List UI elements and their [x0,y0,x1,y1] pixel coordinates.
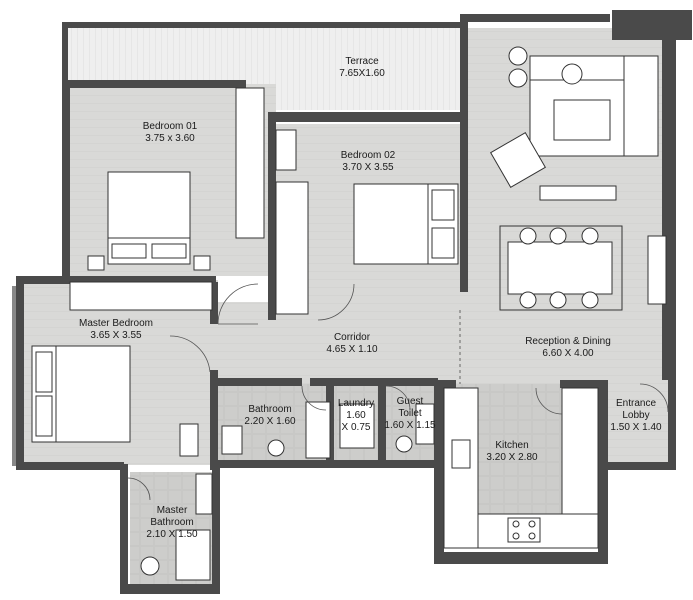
doors [127,283,669,501]
entrance-dims: 1.50 X 1.40 [610,422,662,433]
bathroom-label: Bathroom 2.20 X 1.60 [244,404,295,428]
bedroom1-label: Bedroom 01 3.75 x 3.60 [143,121,197,145]
bathroom-name: Bathroom [248,404,292,415]
reception-dims: 6.60 X 4.00 [542,348,594,359]
master-bath-name-b: Bathroom [150,517,194,528]
dining-chairs [519,227,599,309]
entrance-name-b: Lobby [622,410,650,421]
master-name: Master Bedroom [79,318,153,329]
terrace-label: Terrace 7.65X1.60 [339,56,385,80]
wardrobe-master [69,281,213,311]
kitchen-name: Kitchen [495,440,529,451]
kitchen-counter-right [561,387,599,515]
laundry-name: Laundry [337,398,375,409]
master-dims: 3.65 X 3.55 [90,330,142,341]
master-bath-label: Master Bathroom 2.10 X 1.50 [146,505,197,541]
bedroom1-dims: 3.75 x 3.60 [145,133,195,144]
walls [12,10,692,594]
bathroom-shower [221,425,243,455]
bathroom-vanity [305,401,331,459]
master-bath-name-a: Master [156,505,188,516]
master-label: Master Bedroom 3.65 X 3.55 [79,318,153,342]
furniture [31,46,667,581]
reception-name: Reception & Dining [525,336,611,347]
master-bath-dims: 2.10 X 1.50 [146,529,198,540]
wardrobe-bedroom2 [275,181,309,315]
bathroom-dims: 2.20 X 1.60 [244,416,296,427]
laundry-dims-b: X 0.75 [341,422,371,433]
laundry-label: Laundry 1.60 X 0.75 [338,398,374,434]
kitchen-dims: 3.20 X 2.80 [486,452,538,463]
guest-label: Guest Toilet 1.60 X 1.15 [384,396,435,432]
cooktop [507,517,541,543]
bedroom1-name: Bedroom 01 [142,121,198,132]
bedroom2-dims: 3.70 X 3.55 [342,162,394,173]
wardrobe-bedroom1 [235,87,265,239]
reception-label: Reception & Dining 6.60 X 4.00 [525,336,611,360]
guest-dims: 1.60 X 1.15 [384,420,436,431]
corridor-dims: 4.65 X 1.10 [326,344,378,355]
dining-table [507,241,613,295]
corridor-label: Corridor 4.65 X 1.10 [326,332,377,356]
bedroom2-label: Bedroom 02 3.70 X 3.55 [341,150,395,174]
armchair [489,131,547,189]
coffee-table [553,99,611,141]
laundry-dims-a: 1.60 [346,410,366,421]
entrance-floor [602,384,672,468]
master-bath-vanity [195,473,213,515]
entrance-label: Entrance Lobby 1.50 X 1.40 [610,398,661,434]
guest-name-b: Toilet [398,408,422,419]
guest-name-a: Guest [396,396,424,407]
corridor-name: Corridor [333,332,371,343]
bedroom2-name: Bedroom 02 [340,150,396,161]
kitchen-label: Kitchen 3.20 X 2.80 [486,440,537,464]
entrance-name-a: Entrance [615,398,657,409]
terrace-dims: 7.65X1.60 [339,68,385,79]
terrace-name: Terrace [345,56,379,67]
